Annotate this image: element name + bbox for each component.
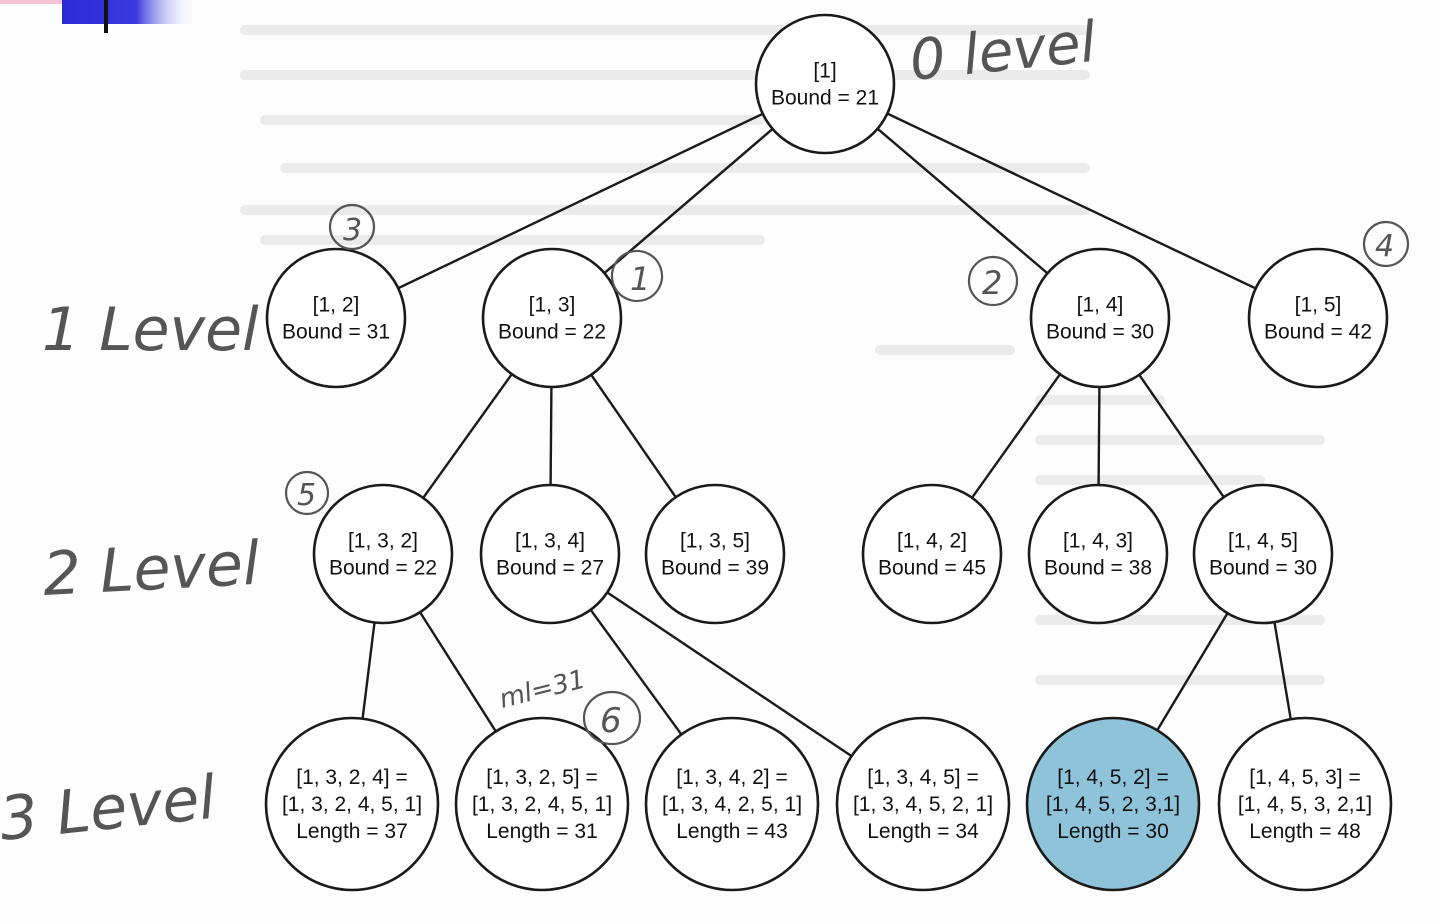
node-label-line: Bound = 30 xyxy=(1046,321,1154,344)
level-label-0: 0 level xyxy=(907,10,1100,94)
node-circle xyxy=(644,716,820,892)
node-circle xyxy=(644,483,786,625)
annotation-min-length: ml=31 xyxy=(496,665,588,715)
node-label-line: Bound = 21 xyxy=(771,87,879,110)
node-label-line: [1, 3, 4, 5] = xyxy=(867,766,979,789)
tree-node-n1345: [1, 3, 4, 5] = [1, 3, 4, 5, 2, 1] Length =… xyxy=(835,716,1011,892)
annotation-4: 4 xyxy=(1362,220,1410,268)
node-label-line: Length = 30 xyxy=(1057,820,1169,843)
annotation-3: 3 xyxy=(328,203,376,251)
node-label-line: [1, 4, 5, 3, 2,1] xyxy=(1238,793,1372,816)
tree-node-n15: [1, 5] Bound = 42 xyxy=(1247,247,1389,389)
level-label-2: 2 Level xyxy=(41,529,261,610)
node-label-line: Bound = 30 xyxy=(1209,557,1317,580)
node-label-line: Length = 31 xyxy=(486,820,598,843)
svg-text:5: 5 xyxy=(297,478,316,513)
node-label-line: Bound = 39 xyxy=(661,557,769,580)
level-label-1: 1 Level xyxy=(42,295,259,365)
node-label-line: Bound = 45 xyxy=(878,557,986,580)
tree-nodes: [1] Bound = 21 [1, 2] Bound = 31 [1, 3] Bound… xyxy=(264,13,1393,892)
node-label-line: [1, 4] xyxy=(1077,294,1124,317)
node-circle xyxy=(835,716,1011,892)
node-label-line: [1, 3, 2, 4, 5, 1] xyxy=(282,793,422,816)
node-label-line: Bound = 38 xyxy=(1044,557,1152,580)
node-label-line: [1, 4, 2] xyxy=(897,530,967,553)
node-label-line: [1, 3, 4, 2, 5, 1] xyxy=(662,793,802,816)
node-circle xyxy=(454,716,630,892)
node-label-line: Length = 34 xyxy=(867,820,979,843)
logo-fragment xyxy=(0,0,197,33)
annotation-1: 1 xyxy=(610,249,664,303)
node-label-line: [1, 3] xyxy=(529,294,576,317)
node-label-line: Bound = 27 xyxy=(496,557,604,580)
tree-edge-n1-n12 xyxy=(335,82,826,320)
tree-node-n1452: [1, 4, 5, 2] = [1, 4, 5, 2, 3,1] Length = … xyxy=(1025,716,1201,892)
node-label-line: [1, 3, 5] xyxy=(680,530,750,553)
node-circle xyxy=(1217,716,1393,892)
node-circle xyxy=(481,247,623,389)
tree-edge-n1-n15 xyxy=(824,82,1319,320)
node-label-line: [1, 3, 2] xyxy=(348,530,418,553)
node-label-line: Bound = 31 xyxy=(282,321,390,344)
annotation-6: 6 xyxy=(582,690,642,746)
node-circle xyxy=(264,716,440,892)
node-label-line: [1] xyxy=(813,60,836,83)
node-label-line: [1, 5] xyxy=(1295,294,1342,317)
svg-text:3: 3 xyxy=(343,213,362,248)
node-label-line: [1, 3, 4, 2] = xyxy=(676,766,788,789)
node-label-line: Length = 48 xyxy=(1249,820,1361,843)
tree-node-n145: [1, 4, 5] Bound = 30 xyxy=(1192,483,1334,625)
node-label-line: [1, 4, 5, 3] = xyxy=(1249,766,1361,789)
node-label-line: [1, 3, 2, 5] = xyxy=(486,766,598,789)
tree-node-n143: [1, 4, 3] Bound = 38 xyxy=(1027,483,1169,625)
node-circle xyxy=(1027,483,1169,625)
node-circle xyxy=(1192,483,1334,625)
node-label-line: Length = 37 xyxy=(296,820,408,843)
tree-node-n132: [1, 3, 2] Bound = 22 xyxy=(312,483,454,625)
svg-text:2: 2 xyxy=(982,264,1002,302)
node-label-line: [1, 4, 5, 2, 3,1] xyxy=(1046,793,1180,816)
node-circle xyxy=(1247,247,1389,389)
node-label-line: Bound = 22 xyxy=(329,557,437,580)
node-label-line: Bound = 22 xyxy=(498,321,606,344)
node-label-line: [1, 3, 4, 5, 2, 1] xyxy=(853,793,993,816)
svg-text:1: 1 xyxy=(630,260,650,298)
annotation-2: 2 xyxy=(967,255,1019,307)
tree-node-n142: [1, 4, 2] Bound = 45 xyxy=(861,483,1003,625)
node-label-line: [1, 3, 4] xyxy=(515,530,585,553)
node-label-line: [1, 4, 5] xyxy=(1228,530,1298,553)
svg-text:6: 6 xyxy=(600,701,622,741)
tree-node-n134: [1, 3, 4] Bound = 27 xyxy=(479,483,621,625)
node-label-line: [1, 4, 3] xyxy=(1063,530,1133,553)
level-labels: 0 level 1 Level 2 Level 3 Level xyxy=(0,10,1099,855)
node-circle xyxy=(1029,247,1171,389)
optimal-node-circle xyxy=(1025,716,1201,892)
tree-node-n13: [1, 3] Bound = 22 xyxy=(481,247,623,389)
tree-node-n12: [1, 2] Bound = 31 xyxy=(265,247,407,389)
tree-node-n1453: [1, 4, 5, 3] = [1, 4, 5, 3, 2,1] Length = … xyxy=(1217,716,1393,892)
annotation-5: 5 xyxy=(284,470,330,516)
order-annotations: 3 1 2 4 5 6 ml=31 xyxy=(284,203,1410,746)
node-label-line: [1, 2] xyxy=(313,294,360,317)
node-circle xyxy=(479,483,621,625)
tree-node-n1: [1] Bound = 21 xyxy=(754,13,896,155)
tree-node-n135: [1, 3, 5] Bound = 39 xyxy=(644,483,786,625)
node-label-line: Bound = 42 xyxy=(1264,321,1372,344)
node-label-line: [1, 3, 2, 4] = xyxy=(296,766,408,789)
node-label-line: [1, 3, 2, 4, 5, 1] xyxy=(472,793,612,816)
node-label-line: Length = 43 xyxy=(676,820,788,843)
level-label-3: 3 Level xyxy=(0,763,219,855)
node-circle xyxy=(312,483,454,625)
tree-node-n1324: [1, 3, 2, 4] = [1, 3, 2, 4, 5, 1] Length =… xyxy=(264,716,440,892)
tree-node-n1342: [1, 3, 4, 2] = [1, 3, 4, 2, 5, 1] Length =… xyxy=(644,716,820,892)
node-label-line: [1, 4, 5, 2] = xyxy=(1057,766,1169,789)
node-circle xyxy=(754,13,896,155)
node-circle xyxy=(265,247,407,389)
tree-node-n1325: [1, 3, 2, 5] = [1, 3, 2, 4, 5, 1] Length =… xyxy=(454,716,630,892)
node-circle xyxy=(861,483,1003,625)
svg-text:4: 4 xyxy=(1375,229,1394,264)
tree-node-n14: [1, 4] Bound = 30 xyxy=(1029,247,1171,389)
